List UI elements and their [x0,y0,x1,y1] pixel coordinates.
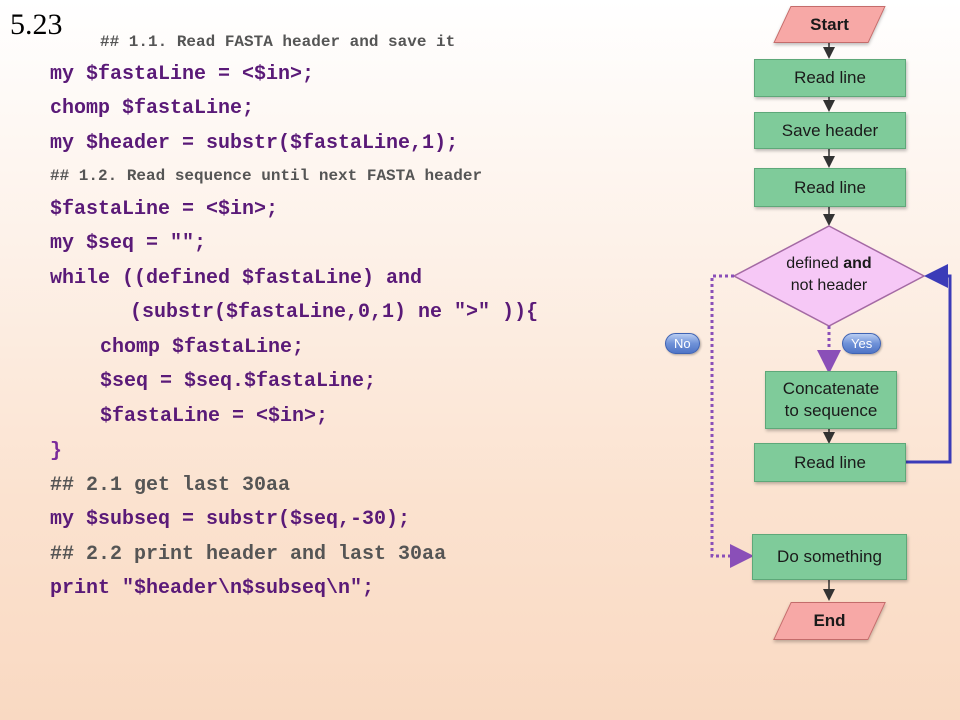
read-line-box-1: Read line [754,59,906,97]
code-line-while-cond: (substr($fastaLine,0,1) ne ">" )){ [130,301,539,324]
code-line-read-second: $fastaLine = <$in>; [50,198,279,221]
code-line-read-first: my $fastaLine = <$in>; [50,63,315,86]
end-terminal: End [773,602,886,640]
no-badge: No [665,333,700,354]
code-line-concat: $seq = $seq.$fastaLine; [100,370,377,393]
no-arrow [710,274,754,568]
code-line-read-loop: $fastaLine = <$in>; [100,405,329,428]
code-line-print: print "$header\n$subseq\n"; [50,577,375,600]
code-line-header: my $header = substr($fastaLine,1); [50,132,459,155]
code-line-while: while ((defined $fastaLine) and [50,267,423,290]
start-terminal: Start [773,6,886,43]
slide-number: 5.23 [10,8,63,41]
loop-back-arrow [905,264,952,464]
code-line-subseq: my $subseq = substr($seq,-30); [50,508,411,531]
code-line-seq-init: my $seq = ""; [50,232,207,255]
code-comment-2-2: ## 2.2 print header and last 30aa [50,543,447,566]
code-line-chomp-first: chomp $fastaLine; [50,97,255,120]
code-line-chomp-loop: chomp $fastaLine; [100,336,305,359]
do-something-box: Do something [752,534,907,580]
save-header-box: Save header [754,112,906,149]
yes-badge: Yes [842,333,882,354]
code-comment-1-1: ## 1.1. Read FASTA header and save it [100,33,456,51]
read-line-box-3: Read line [754,443,906,482]
decision-label: defined and not header [786,255,872,294]
code-comment-2-1: ## 2.1 get last 30aa [50,474,291,497]
read-line-box-2: Read line [754,168,906,207]
code-close-brace: } [50,440,63,463]
code-comment-1-2: ## 1.2. Read sequence until next FASTA h… [50,167,483,185]
